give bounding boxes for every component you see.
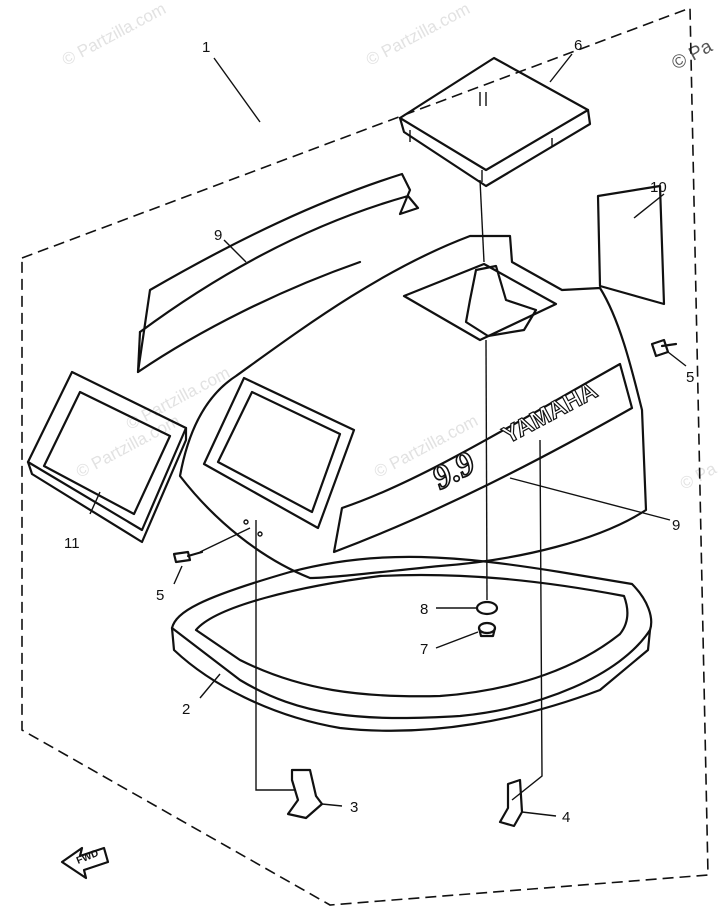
top-lid-rim xyxy=(398,108,592,188)
leader-line xyxy=(173,565,183,585)
assembly-line xyxy=(511,439,543,801)
watermark: © Partzilla.com xyxy=(59,0,169,70)
leader-line xyxy=(213,57,261,123)
callout-9-left: 9 xyxy=(214,227,222,244)
brand-lettering: YAMAHA xyxy=(498,377,602,449)
callout-6: 6 xyxy=(574,37,582,54)
watermark: © Pa xyxy=(668,36,716,75)
top-lid-mark xyxy=(479,92,487,106)
mount-hole xyxy=(243,519,249,525)
watermark: © Pa xyxy=(677,459,720,494)
callout-3: 3 xyxy=(350,799,358,816)
seal-inner-edge xyxy=(194,573,629,698)
seal-depth xyxy=(170,626,652,732)
top-cowling-part-1 xyxy=(178,234,648,580)
washer-part-8 xyxy=(475,600,499,616)
leader-line xyxy=(509,477,671,521)
callout-7: 7 xyxy=(420,641,428,658)
callout-2: 2 xyxy=(182,701,190,718)
assembly-boundary xyxy=(21,6,709,906)
callout-8: 8 xyxy=(420,601,428,618)
window-frame-part-11 xyxy=(26,370,188,532)
callout-5-left: 5 xyxy=(156,587,164,604)
window-frame-depth xyxy=(26,426,188,544)
screw-part-5-left xyxy=(172,550,204,564)
leader-line xyxy=(199,673,221,699)
cowling-window-inner xyxy=(216,390,342,514)
leader-line xyxy=(667,351,687,367)
callout-4: 4 xyxy=(562,809,570,826)
top-lid-part-6 xyxy=(398,56,590,172)
top-lid-pins xyxy=(409,130,553,182)
leader-line xyxy=(89,491,101,515)
leader-line xyxy=(321,803,343,807)
bracket-part-3 xyxy=(286,768,324,820)
watermark: © Partzilla.com xyxy=(363,0,473,70)
mount-hole xyxy=(257,531,263,537)
assembly-line xyxy=(199,527,251,553)
cowling-top-boss xyxy=(464,264,538,338)
callout-1: 1 xyxy=(202,39,210,56)
callout-10: 10 xyxy=(650,179,667,196)
decal-strip-part-9 xyxy=(136,172,420,374)
leader-line xyxy=(435,631,479,649)
window-frame-inner xyxy=(42,390,172,516)
cowling-top-opening xyxy=(402,262,558,342)
bracket-part-4 xyxy=(498,778,524,828)
leader-line xyxy=(223,239,247,263)
grommet-body xyxy=(477,626,497,638)
leader-line xyxy=(549,53,573,83)
cowling-window-recess xyxy=(202,376,356,530)
assembly-line xyxy=(479,179,485,263)
cowling-decal-band xyxy=(332,362,634,554)
grommet-part-7 xyxy=(477,621,497,635)
assembly-line xyxy=(255,520,296,791)
label-part-10 xyxy=(596,184,666,306)
screw-part-5-right xyxy=(650,338,678,358)
callout-9-right: 9 xyxy=(672,517,680,534)
callout-11: 11 xyxy=(64,535,80,552)
assembly-line xyxy=(485,339,488,601)
decal-strip-edge xyxy=(136,330,142,374)
callout-5-right: 5 xyxy=(686,369,694,386)
leader-line xyxy=(633,193,665,219)
fwd-arrow-icon xyxy=(60,846,110,880)
seal-part-2 xyxy=(170,555,653,720)
leader-line xyxy=(521,811,557,817)
